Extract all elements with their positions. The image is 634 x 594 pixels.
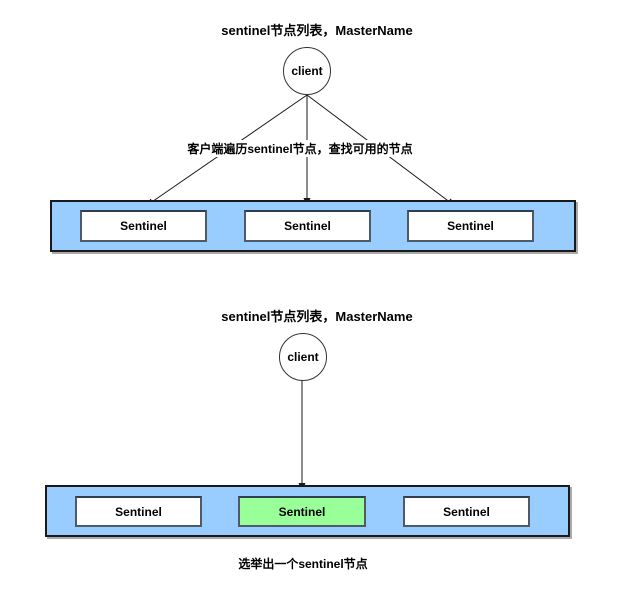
top-diagram-title: sentinel节点列表，MasterName bbox=[221, 23, 413, 38]
traverse-annotation: 客户端遍历sentinel节点，查找可用的节点 bbox=[184, 140, 416, 157]
bottom-client-label: client bbox=[287, 350, 319, 364]
bottom-diagram-title: sentinel节点列表，MasterName bbox=[221, 309, 413, 324]
top-client-label: client bbox=[291, 64, 323, 78]
bottom-sentinel-node-3: Sentinel bbox=[403, 496, 530, 527]
top-sentinel-node-3-label: Sentinel bbox=[447, 219, 494, 233]
top-sentinel-node-2: Sentinel bbox=[244, 210, 371, 242]
bottom-client-node: client bbox=[279, 333, 327, 381]
top-sentinel-node-1: Sentinel bbox=[80, 210, 207, 242]
bottom-sentinel-node-1-label: Sentinel bbox=[115, 504, 162, 519]
top-sentinel-node-2-label: Sentinel bbox=[284, 219, 331, 233]
election-caption: 选举出一个sentinel节点 bbox=[238, 557, 368, 571]
bottom-sentinel-node-2-label: Sentinel bbox=[278, 504, 326, 519]
top-client-node: client bbox=[283, 47, 331, 95]
top-sentinel-node-3: Sentinel bbox=[407, 210, 534, 242]
top-sentinel-node-1-label: Sentinel bbox=[120, 219, 167, 233]
bottom-sentinel-node-3-label: Sentinel bbox=[443, 504, 490, 519]
bottom-sentinel-node-1: Sentinel bbox=[75, 496, 202, 527]
bottom-sentinel-node-2-selected: Sentinel bbox=[238, 496, 366, 527]
